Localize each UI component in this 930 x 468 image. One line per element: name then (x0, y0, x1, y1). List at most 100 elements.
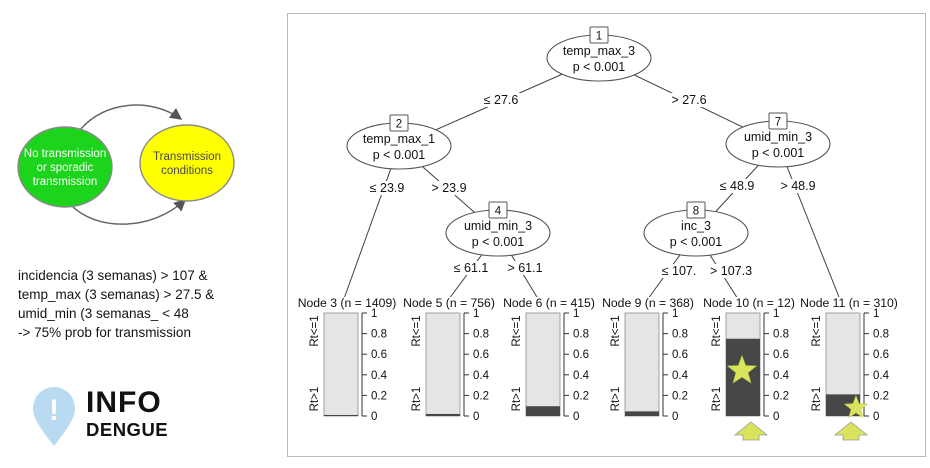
category-label-rt-gt1: Rt>1 (309, 387, 321, 412)
axis-tick-label: 1 (873, 308, 879, 320)
split-label-halo (665, 93, 713, 107)
axis-tick-label: 0.8 (773, 329, 789, 341)
rule-annotation: incidencia (3 semanas) > 107 & temp_max … (18, 266, 214, 342)
axis-tick-label: 1 (371, 308, 377, 320)
node-id-box (768, 112, 788, 130)
axis-tick-label: 0 (371, 411, 377, 423)
axis-tick-label: 0.4 (573, 370, 590, 382)
split-label-halo (425, 181, 473, 195)
split-label: ≤ 27.6 (484, 93, 519, 107)
category-label-rt-le1: Rt<=1 (309, 315, 321, 346)
transmission-label-line1: Transmission (153, 151, 221, 163)
category-label-rt-gt1: Rt>1 (811, 387, 823, 412)
axis-tick-label: 0.4 (473, 370, 490, 382)
split-label-halo (774, 179, 822, 193)
axis-tick-label: 0 (473, 411, 479, 423)
decision-node-variable: temp_max_1 (363, 132, 435, 146)
infodengue-logo: ! INFO DENGUE (28, 386, 168, 448)
axis-tick-label: 0.2 (672, 390, 688, 402)
axis-tick-label: 0 (672, 411, 678, 423)
axis-tick-label: 0.8 (672, 329, 688, 341)
decision-node-variable: inc_3 (681, 219, 711, 233)
axis-tick-label: 0.6 (672, 349, 688, 361)
node-id: 7 (775, 117, 781, 129)
split-label: ≤ 61.1 (454, 261, 489, 275)
split-label-halo (447, 261, 495, 275)
node-id-box (488, 201, 508, 219)
annotation-line: temp_max (3 semanas) > 27.5 & (18, 287, 215, 302)
terminal-node-label: Node 5 (n = 756) (403, 296, 495, 310)
highlight-arrow-icon (833, 421, 869, 441)
decision-node-pvalue: p < 0.001 (373, 148, 426, 162)
axis-tick-label: 0.8 (371, 329, 387, 341)
terminal-label-halo (398, 297, 500, 309)
category-label-rt-le1: Rt<=1 (411, 315, 423, 346)
axis-tick-label: 1 (473, 308, 479, 320)
terminal-label-halo (698, 297, 800, 309)
node-id: 2 (396, 119, 402, 131)
axis-tick-label: 0 (873, 411, 879, 423)
tree-edge (340, 145, 400, 308)
axis-tick-label: 0.4 (873, 370, 890, 382)
transition-arrow-bottom (69, 198, 187, 225)
axis-tick-label: 0.2 (573, 390, 589, 402)
split-label: > 107.3 (710, 264, 752, 278)
decision-tree-svg: ≤ 27.6> 27.6≤ 23.9> 23.9≤ 61.1> 61.1≤ 48… (296, 26, 900, 441)
bar-background (425, 312, 461, 417)
highlight-star-icon (726, 354, 758, 384)
bar-background (525, 312, 561, 417)
node-id: 1 (596, 31, 602, 43)
split-label: > 48.9 (780, 179, 815, 193)
tree-edge (777, 143, 844, 308)
terminal-label-halo (498, 297, 600, 309)
transmission-label-line2: conditions (161, 165, 213, 177)
logo-words: INFO DENGUE (86, 386, 168, 440)
exclamation-glyph: ! (49, 394, 59, 427)
decision-node-pvalue: p < 0.001 (670, 235, 723, 249)
axis-tick-label: 0.4 (371, 370, 388, 382)
decision-node-pvalue: p < 0.001 (472, 235, 525, 249)
axis-tick-label: 0.6 (873, 349, 889, 361)
axis-tick-label: 0.2 (773, 390, 789, 402)
axis-tick-label: 0 (773, 411, 779, 423)
split-label: > 23.9 (431, 181, 466, 195)
annotation-line: incidencia (3 semanas) > 107 & (18, 268, 208, 283)
highlight-star-icon (843, 394, 869, 419)
axis-tick-label: 0 (573, 411, 579, 423)
terminal-node-label: Node 6 (n = 415) (503, 296, 595, 310)
decision-node-pvalue: p < 0.001 (573, 60, 626, 74)
split-label: ≤ 23.9 (370, 181, 405, 195)
axis-tick-label: 0.2 (873, 390, 889, 402)
split-label-halo (363, 181, 411, 195)
decision-node-variable: temp_max_3 (563, 44, 635, 58)
decision-node-variable: umid_min_3 (744, 130, 812, 144)
node-id-box (686, 201, 706, 219)
no-transmission-label-line3: transmission (33, 176, 98, 188)
logo-word-info: INFO (86, 386, 162, 419)
split-label: ≤ 48.9 (720, 179, 755, 193)
left-panel: No transmission or sporadic transmission… (0, 0, 285, 468)
bar-rt-gt1-segment (324, 414, 358, 416)
category-label-rt-gt1: Rt>1 (511, 387, 523, 412)
bar-rt-gt1-segment (426, 413, 460, 416)
bar-rt-gt1-segment (625, 411, 659, 416)
terminal-node-label: Node 10 (n = 12) (703, 296, 795, 310)
split-label-halo (477, 93, 525, 107)
category-label-rt-le1: Rt<=1 (711, 315, 723, 346)
node-id: 4 (495, 206, 502, 218)
axis-tick-label: 0.6 (371, 349, 387, 361)
split-label: > 27.6 (671, 93, 706, 107)
category-label-rt-gt1: Rt>1 (411, 387, 423, 412)
axis-tick-label: 0.2 (473, 390, 489, 402)
axis-tick-label: 0.6 (773, 349, 789, 361)
terminal-label-halo (296, 297, 398, 309)
axis-tick-label: 0.4 (672, 370, 689, 382)
node-id-box (389, 114, 409, 132)
bar-background (323, 312, 359, 417)
state-diagram: No transmission or sporadic transmission… (17, 104, 235, 225)
transition-arrow-top (79, 104, 183, 131)
decision-node-variable: umid_min_3 (464, 219, 532, 233)
split-label-halo (707, 264, 755, 278)
category-label-rt-le1: Rt<=1 (511, 315, 523, 346)
